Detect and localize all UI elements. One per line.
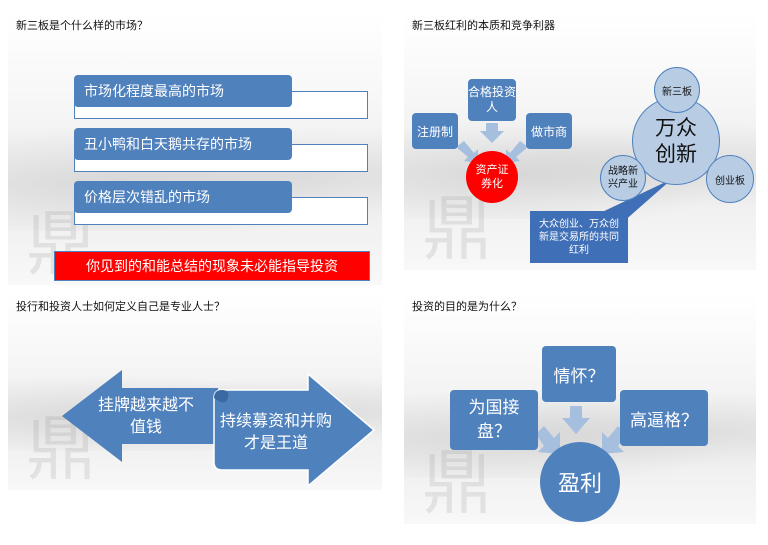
securitization-label: 资产证券化 — [475, 163, 509, 190]
market-item-label: 丑小鸭和白天鹅共存的市场 — [84, 137, 252, 153]
profit-label: 盈利 — [557, 472, 602, 497]
slide-investment-purpose: 投资的目的是为什么？ 鼎 情怀？ 为国接盘？ 高逼格？ 盈利 — [404, 294, 756, 524]
neeq-circle: 新三板 — [654, 67, 700, 113]
qualified-investor-label: 合格投资人 — [468, 85, 517, 114]
callout-text: 大众创业、万众创新是交易所的共同红利 — [539, 218, 619, 256]
slide-market-type: 新三板是个什么样的市场？ 鼎 市场化程度最高的市场 丑小鸭和白天鹅共存的市场 价… — [8, 13, 382, 285]
strategic-industry-circle: 战略新兴产业 — [600, 155, 646, 201]
strategic-industry-label: 战略新兴产业 — [608, 166, 638, 190]
gem-board-label: 创业板 — [715, 175, 745, 187]
slide-title: 新三板红利的本质和竞争利器 — [412, 19, 555, 32]
market-item-1: 市场化程度最高的市场 — [74, 75, 292, 107]
arrow-left-down-shape — [506, 141, 528, 163]
warning-text: 你见到的和能总结的现象未必能指导投资 — [86, 259, 338, 275]
mass-innovation-label: 万众创新 — [655, 116, 697, 166]
scroll-curl-shape — [214, 390, 229, 403]
national-bailout-box: 为国接盘？ — [450, 390, 538, 450]
slide-dividend-essence: 新三板红利的本质和竞争利器 鼎 合格投资人 注册制 做市商 资产证券化 万众创新… — [404, 13, 756, 270]
mass-innovation-circle: 万众创新 — [632, 97, 720, 185]
arrows-graphic — [62, 370, 376, 488]
arrow-right-down-shape — [456, 141, 478, 163]
warning-banner: 你见到的和能总结的现象未必能指导投资 — [54, 251, 370, 281]
securitization-circle: 资产证券化 — [466, 151, 518, 203]
arrow-right-down-shape — [536, 426, 560, 454]
feelings-box: 情怀？ — [542, 346, 616, 402]
callout-box: 大众创业、万众创新是交易所的共同红利 — [530, 211, 628, 263]
prestige-box: 高逼格？ — [620, 390, 708, 446]
market-maker-box: 做市商 — [526, 113, 572, 149]
market-item-2: 丑小鸭和白天鹅共存的市场 — [74, 128, 292, 160]
neeq-label: 新三板 — [662, 86, 692, 98]
slide-title: 投资的目的是为什么？ — [412, 300, 522, 313]
gem-board-circle: 创业板 — [706, 155, 754, 203]
market-item-3: 价格层次错乱的市场 — [74, 181, 292, 213]
registration-label: 注册制 — [416, 124, 453, 139]
left-arrow-shape — [62, 370, 218, 462]
prestige-label: 高逼格？ — [630, 410, 698, 431]
qualified-investor-box: 合格投资人 — [468, 79, 516, 121]
arrow-down-shape — [480, 123, 504, 143]
market-maker-label: 做市商 — [530, 124, 567, 139]
feelings-label: 情怀？ — [553, 366, 605, 387]
left-arrow-text: 挂牌越来越不值钱 — [97, 395, 194, 436]
market-item-label: 市场化程度最高的市场 — [84, 84, 224, 100]
registration-box: 注册制 — [412, 113, 458, 149]
right-arrow-text: 持续募资和并购才是王道 — [219, 411, 332, 452]
slide-title: 新三板是个什么样的市场？ — [16, 19, 148, 32]
profit-circle: 盈利 — [540, 442, 620, 522]
slide-title: 投行和投资人士如何定义自己是专业人士？ — [16, 300, 225, 313]
slide-professional: 投行和投资人士如何定义自己是专业人士？ 鼎 挂牌越来越不值钱 持续募资和并购才是… — [8, 294, 382, 490]
national-bailout-label: 为国接盘？ — [468, 398, 520, 442]
market-item-label: 价格层次错乱的市场 — [84, 190, 210, 206]
arrow-down-shape — [562, 406, 590, 434]
